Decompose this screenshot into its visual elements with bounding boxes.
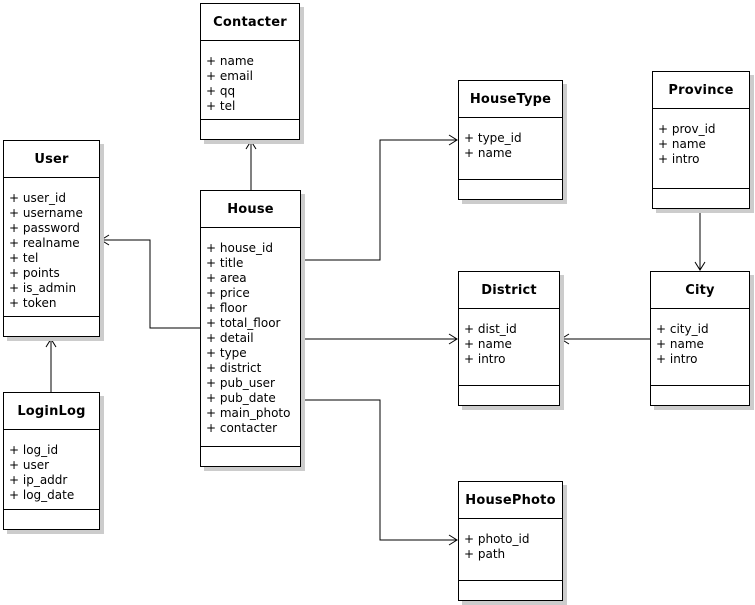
class-attribute: + name	[206, 54, 254, 68]
class-attribute: + points	[9, 266, 60, 280]
class-methods-compartment	[4, 317, 99, 336]
class-box-district[interactable]: District+ dist_id+ name+ intro	[458, 271, 560, 406]
class-attribute: + user	[9, 458, 50, 472]
class-attributes-compartment: + city_id+ name+ intro	[651, 309, 749, 386]
class-attribute: + type_id	[464, 131, 522, 145]
class-box-user[interactable]: User+ user_id+ username+ password+ realn…	[3, 140, 100, 337]
class-attribute: + price	[206, 286, 250, 300]
class-attribute: + type	[206, 346, 247, 360]
class-attributes-compartment: + type_id+ name	[459, 118, 562, 180]
class-name: House	[201, 191, 300, 228]
class-name: User	[4, 141, 99, 178]
class-attribute: + name	[656, 337, 704, 351]
class-attribute: + pub_user	[206, 376, 275, 390]
class-attributes-compartment: + log_id+ user+ ip_addr+ log_date	[4, 430, 99, 510]
class-name: City	[651, 272, 749, 309]
class-methods-compartment	[201, 447, 300, 466]
class-name: Contacter	[201, 4, 299, 41]
class-attribute: + title	[206, 256, 244, 270]
class-methods-compartment	[651, 386, 749, 405]
class-attribute: + district	[206, 361, 262, 375]
class-methods-compartment	[459, 386, 559, 405]
class-attribute: + intro	[658, 152, 700, 166]
class-attribute: + contacter	[206, 421, 278, 435]
class-name: HouseType	[459, 81, 562, 118]
class-attribute: + floor	[206, 301, 248, 315]
class-attribute: + qq	[206, 84, 236, 98]
class-name: District	[459, 272, 559, 309]
class-attribute: + name	[464, 337, 512, 351]
class-box-housetype[interactable]: HouseType+ type_id+ name	[458, 80, 563, 200]
class-attribute: + house_id	[206, 241, 274, 255]
class-attribute: + username	[9, 206, 83, 220]
class-attribute: + name	[464, 146, 512, 160]
class-attribute: + intro	[656, 352, 698, 366]
class-attribute: + detail	[206, 331, 254, 345]
class-methods-compartment	[459, 581, 562, 600]
class-box-province[interactable]: Province+ prov_id+ name+ intro	[652, 71, 750, 209]
connector-house-to-housetype	[301, 134, 458, 261]
class-attribute: + is_admin	[9, 281, 77, 295]
class-attribute: + name	[658, 137, 706, 151]
connector-house-to-housephoto	[301, 399, 458, 546]
class-attribute: + main_photo	[206, 406, 291, 420]
class-attributes-compartment: + prov_id+ name+ intro	[653, 109, 749, 189]
class-box-house[interactable]: House+ house_id+ title+ area+ price+ flo…	[200, 190, 301, 467]
class-box-loginlog[interactable]: LoginLog+ log_id+ user+ ip_addr+ log_dat…	[3, 392, 100, 530]
class-attribute: + intro	[464, 352, 506, 366]
class-attribute: + pub_date	[206, 391, 276, 405]
class-attribute: + photo_id	[464, 532, 530, 546]
class-attribute: + path	[464, 547, 506, 561]
class-attribute: + area	[206, 271, 247, 285]
class-name: LoginLog	[4, 393, 99, 430]
class-attributes-compartment: + photo_id+ path	[459, 519, 562, 581]
class-attribute: + prov_id	[658, 122, 716, 136]
class-attribute: + user_id	[9, 191, 66, 205]
class-attribute: + log_date	[9, 488, 75, 502]
class-attributes-compartment: + name+ email+ qq+ tel	[201, 41, 299, 120]
class-attribute: + password	[9, 221, 80, 235]
connector-house-to-user	[100, 234, 200, 329]
class-attribute: + city_id	[656, 322, 709, 336]
class-attributes-compartment: + dist_id+ name+ intro	[459, 309, 559, 386]
class-name: HousePhoto	[459, 482, 562, 519]
class-attribute: + tel	[9, 251, 39, 265]
class-box-city[interactable]: City+ city_id+ name+ intro	[650, 271, 750, 406]
class-methods-compartment	[4, 510, 99, 529]
class-attribute: + log_id	[9, 443, 59, 457]
class-attribute: + email	[206, 69, 253, 83]
class-attributes-compartment: + user_id+ username+ password+ realname+…	[4, 178, 99, 317]
class-methods-compartment	[201, 120, 299, 139]
class-attribute: + tel	[206, 99, 236, 113]
class-attribute: + realname	[9, 236, 80, 250]
class-name: Province	[653, 72, 749, 109]
class-attributes-compartment: + house_id+ title+ area+ price+ floor+ t…	[201, 228, 300, 447]
class-attribute: + token	[9, 296, 57, 310]
class-attribute: + dist_id	[464, 322, 517, 336]
class-attribute: + ip_addr	[9, 473, 68, 487]
class-methods-compartment	[653, 189, 749, 208]
class-box-housephoto[interactable]: HousePhoto+ photo_id+ path	[458, 481, 563, 601]
class-box-contacter[interactable]: Contacter+ name+ email+ qq+ tel	[200, 3, 300, 140]
class-methods-compartment	[459, 180, 562, 199]
class-attribute: + total_floor	[206, 316, 281, 330]
